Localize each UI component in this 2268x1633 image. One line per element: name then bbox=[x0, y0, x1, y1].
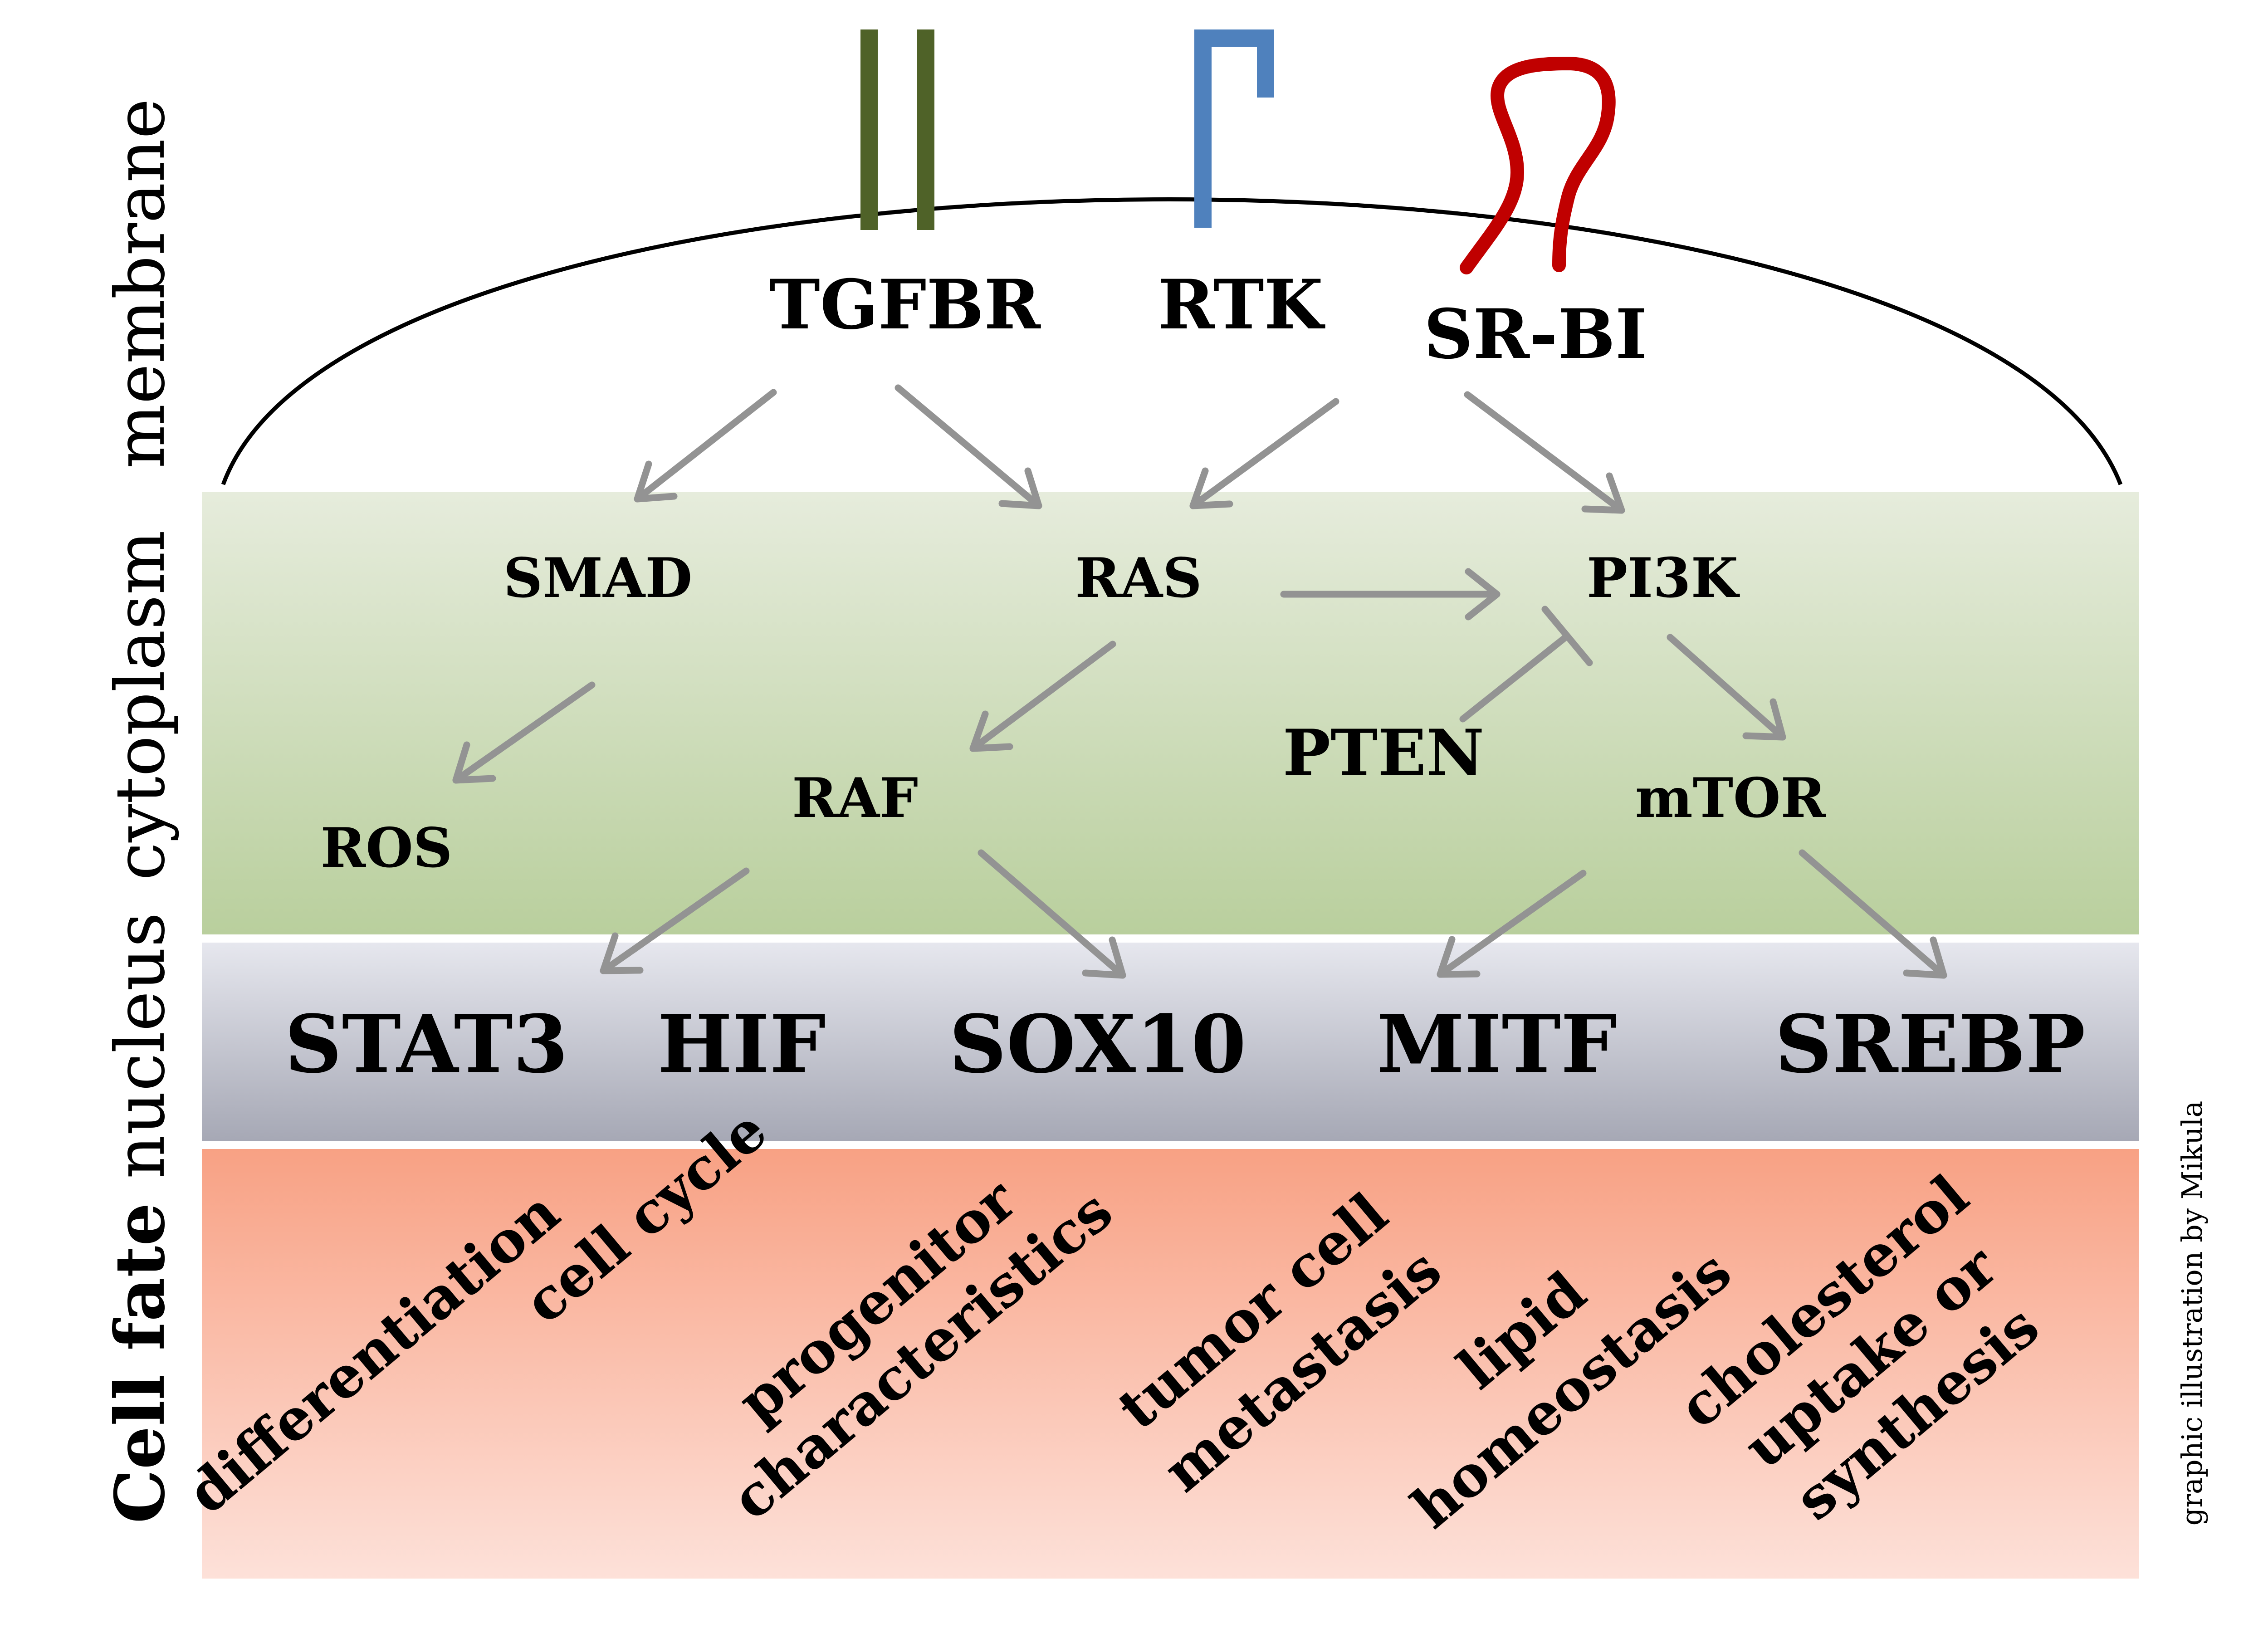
arrow-mtor-to-srebp bbox=[1799, 849, 1947, 979]
label-sox10: SOX10 bbox=[949, 998, 1246, 1091]
arrow-tgfbr-to-ras bbox=[894, 384, 1042, 509]
arrow-tgfbr-to-smad bbox=[634, 389, 777, 503]
rtk-receptor-icon bbox=[1194, 29, 1274, 228]
arrow-mtor-to-mitf bbox=[1437, 870, 1587, 978]
lane-label-membrane: membrane bbox=[101, 98, 180, 469]
label-pi3k: PI3K bbox=[1587, 546, 1740, 610]
label-ros: ROS bbox=[321, 816, 453, 880]
label-srebp: SREBP bbox=[1775, 998, 2086, 1091]
label-stat3: STAT3 bbox=[284, 998, 568, 1091]
label-pten: PTEN bbox=[1283, 716, 1484, 791]
arrow-ras-to-pi3k bbox=[1280, 568, 1501, 621]
srbi-receptor-icon bbox=[1460, 57, 1616, 274]
arrow-smad-to-ros bbox=[452, 681, 596, 784]
nucleus-band bbox=[202, 943, 2139, 1141]
tgfbr-receptor-icon bbox=[860, 29, 934, 230]
label-srbi: SR-BI bbox=[1424, 294, 1647, 374]
label-mtor: mTOR bbox=[1635, 766, 1827, 830]
label-mitf: MITF bbox=[1377, 998, 1617, 1091]
illustration-credit: graphic illustration by Mikula bbox=[2175, 1101, 2209, 1526]
lane-label-cell-fate: Cell fate bbox=[100, 1203, 180, 1523]
cell-membrane-arc bbox=[221, 197, 2123, 485]
label-raf: RAF bbox=[792, 766, 918, 830]
arrow-raf-to-stat3 bbox=[600, 867, 750, 974]
label-rtk: RTK bbox=[1158, 265, 1325, 345]
cell-fate-band bbox=[202, 1149, 2139, 1579]
label-smad: SMAD bbox=[503, 546, 693, 610]
lane-label-cytoplasm: cytoplasm bbox=[101, 530, 180, 880]
inhibition-pten-to-pi3k bbox=[1459, 606, 1593, 723]
label-tgfbr: TGFBR bbox=[769, 265, 1041, 345]
lane-label-nucleus: nucleus bbox=[101, 912, 180, 1179]
arrow-pi3k-to-mtor bbox=[1667, 634, 1786, 741]
arrow-raf-to-sox10 bbox=[978, 849, 1126, 979]
arrow-rtk-to-ras bbox=[1189, 398, 1339, 509]
arrow-srbi-to-pi3k bbox=[1464, 391, 1625, 514]
label-ras: RAS bbox=[1075, 546, 1202, 610]
arrow-ras-to-raf bbox=[969, 640, 1116, 752]
label-hif: HIF bbox=[657, 998, 826, 1091]
